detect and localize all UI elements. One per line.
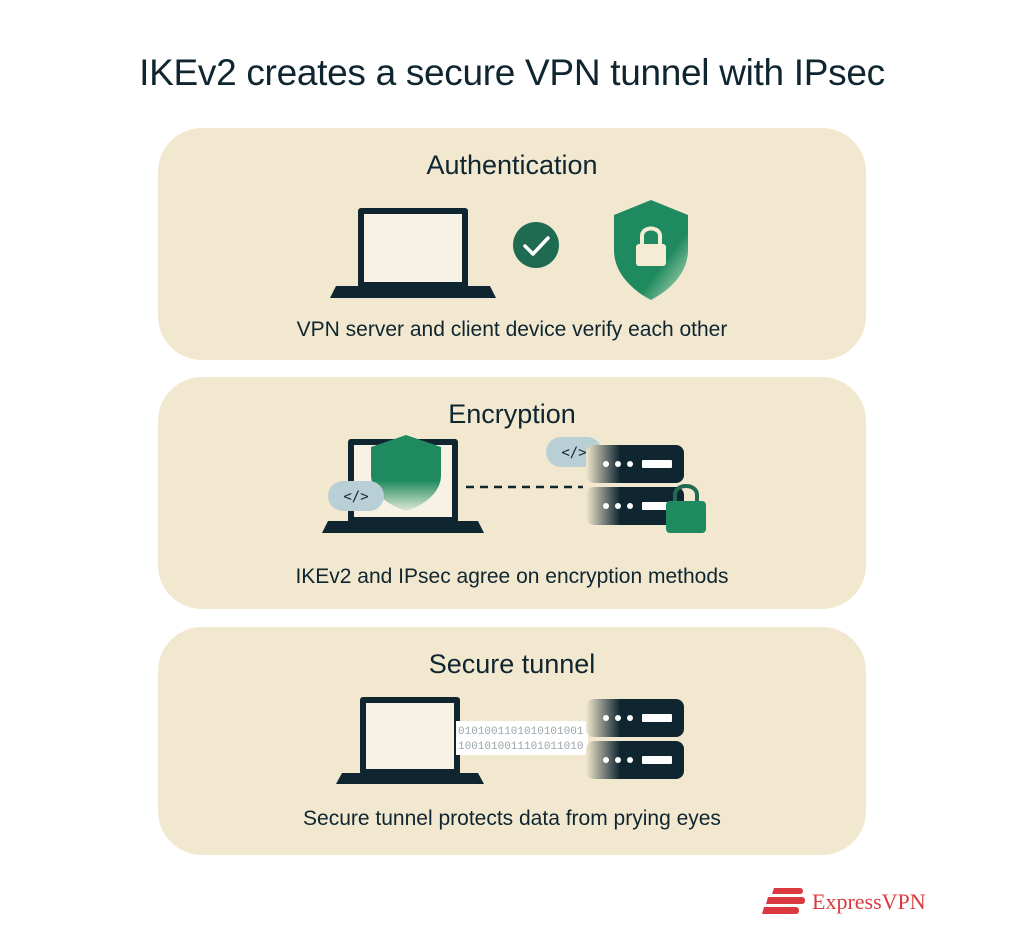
expressvpn-logo-icon [762, 888, 805, 914]
secure-tunnel-illustration: 0101001101010101001 1001010011101011010 [336, 697, 684, 784]
checkmark-icon [513, 222, 559, 268]
page-title: IKEv2 creates a secure VPN tunnel with I… [139, 52, 885, 93]
authentication-illustration [330, 200, 688, 300]
code-label: </> [561, 445, 586, 461]
server-icon [586, 699, 684, 779]
laptop-icon [330, 208, 496, 298]
encryption-illustration: </> </> [322, 435, 706, 533]
code-label: </> [343, 489, 368, 505]
panel-caption: Secure tunnel protects data from prying … [303, 807, 721, 830]
bits-line-1: 0101001101010101001 [458, 726, 584, 738]
panel-heading: Secure tunnel [428, 649, 596, 679]
encryption-panel: Encryption </> [158, 377, 866, 609]
shield-lock-icon [614, 200, 688, 300]
bits-line-2: 1001010011101011010 [458, 741, 583, 753]
server-icon [586, 445, 684, 525]
expressvpn-logo: ExpressVPN [760, 884, 950, 920]
shield-icon [371, 435, 441, 511]
data-stream: 0101001101010101001 1001010011101011010 [456, 721, 588, 755]
code-bubble-icon: </> [328, 481, 384, 511]
laptop-icon [336, 697, 484, 784]
panel-heading: Authentication [426, 150, 598, 180]
padlock-icon [666, 484, 706, 533]
panel-heading: Encryption [448, 399, 576, 429]
brand-name: ExpressVPN [812, 889, 926, 914]
panel-caption: VPN server and client device verify each… [296, 318, 728, 341]
secure-tunnel-panel: Secure tunnel 0101001101010101001 100101… [158, 627, 866, 855]
authentication-panel: Authentication VPN server and client dev… [158, 128, 866, 360]
panel-caption: IKEv2 and IPsec agree on encryption meth… [295, 565, 729, 588]
